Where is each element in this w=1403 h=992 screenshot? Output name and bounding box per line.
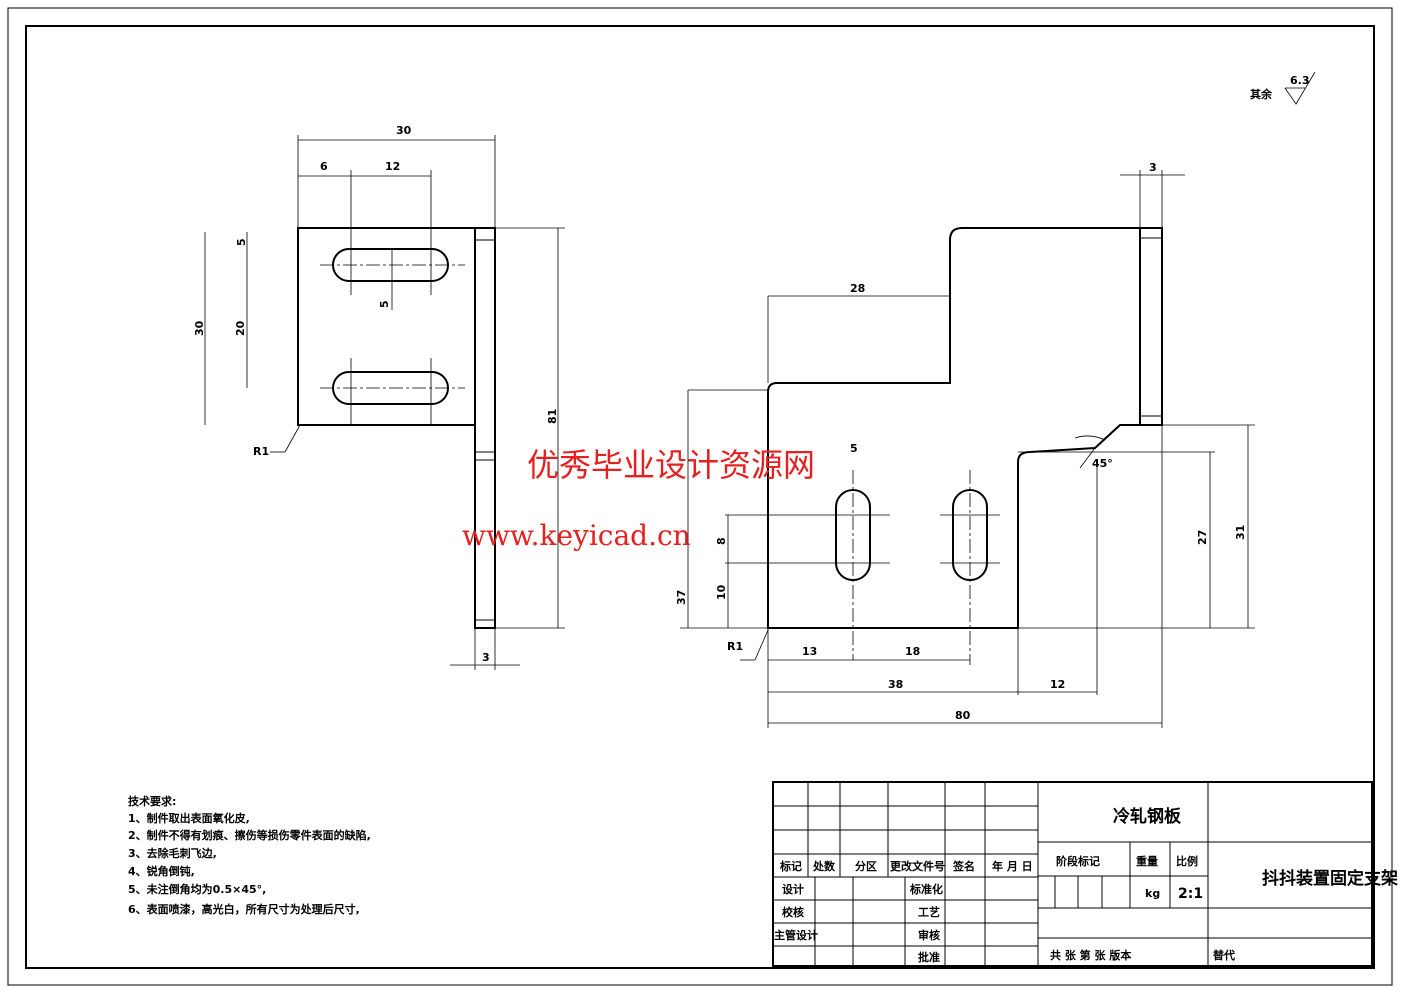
dim: 8 xyxy=(715,537,728,545)
dim: 28 xyxy=(850,282,865,295)
tech-item: 1、制件取出表面氧化皮, xyxy=(128,811,250,825)
roughness-value: 6.3 xyxy=(1290,74,1310,87)
stage-label: 阶段标记 xyxy=(1056,854,1100,868)
row-label: 校核 xyxy=(782,905,804,919)
tech-item: 2、制件不得有划痕、擦伤等损伤零件表面的缺陷, xyxy=(128,828,371,842)
radius-label: R1 xyxy=(727,640,743,653)
dim: 37 xyxy=(675,590,688,605)
header-cell: 更改文件号 xyxy=(890,859,945,873)
dim: 27 xyxy=(1196,530,1209,545)
weight-label: 重量 xyxy=(1136,854,1158,868)
dim: 5 xyxy=(850,442,858,455)
inner-frame xyxy=(25,25,1375,969)
dim: 3 xyxy=(1149,161,1157,174)
watermark-url: www.keyicad.cn xyxy=(462,519,691,552)
sheet-info: 共 张 第 张 版本 xyxy=(1050,948,1131,962)
scale-value: 2:1 xyxy=(1178,886,1203,902)
dim: 18 xyxy=(905,645,920,658)
weight-unit: kg xyxy=(1145,887,1160,900)
tech-item: 6、表面喷漆，高光白，所有尺寸为处理后尺寸, xyxy=(128,902,360,916)
dim: 10 xyxy=(715,584,728,600)
header-cell: 分区 xyxy=(855,859,877,873)
row-label: 标准化 xyxy=(909,882,943,896)
dim: 31 xyxy=(1234,525,1247,540)
dim: 6 xyxy=(320,160,328,173)
roughness-label: 其余 xyxy=(1250,87,1273,101)
dim: 45° xyxy=(1092,457,1113,470)
left-view: 30 6 12 5 5 30 20 81 3 R1 xyxy=(193,124,565,670)
row-label: 设计 xyxy=(782,882,804,896)
row-label: 工艺 xyxy=(918,905,940,919)
dim: 12 xyxy=(1050,678,1065,691)
tech-title: 技术要求: xyxy=(128,794,176,808)
row-label: 审核 xyxy=(918,928,940,942)
title-block: 标记 处数 分区 更改文件号 签名 年 月 日 设计 校核 主管设计 标准化 工… xyxy=(772,781,1398,967)
dim: 5 xyxy=(378,300,391,308)
tech-requirements: 技术要求: 1、制件取出表面氧化皮, 2、制件不得有划痕、擦伤等损伤零件表面的缺… xyxy=(128,794,371,916)
row-label: 批准 xyxy=(918,950,940,964)
row-label: 主管设计 xyxy=(774,928,818,942)
dim: 13 xyxy=(802,645,817,658)
dim: 3 xyxy=(482,651,490,664)
outer-border xyxy=(7,7,1393,986)
tech-item: 5、未注倒角均为0.5×45°, xyxy=(128,882,266,896)
dim: 5 xyxy=(235,238,248,246)
header-cell: 处数 xyxy=(812,859,836,873)
scale-label: 比例 xyxy=(1176,854,1198,868)
roughness-symbol: 其余 6.3 xyxy=(1250,71,1316,105)
replace-label: 替代 xyxy=(1213,948,1235,962)
dim: 80 xyxy=(955,709,971,722)
tech-item: 3、去除毛刺飞边, xyxy=(128,846,217,860)
part-name: 抖抖装置固定支架 xyxy=(1262,868,1398,889)
watermark-title: 优秀毕业设计资源网 xyxy=(527,446,815,484)
dim: 30 xyxy=(193,320,206,336)
header-cell: 签名 xyxy=(952,859,975,873)
header-cell: 标记 xyxy=(779,859,802,873)
dim: 81 xyxy=(546,409,559,424)
header-cell: 年 月 日 xyxy=(992,859,1033,873)
tech-item: 4、锐角倒钝, xyxy=(128,864,195,878)
right-view: 3 28 5 37 8 10 45° 27 31 13 18 38 12 80 … xyxy=(675,161,1255,728)
dim: 20 xyxy=(234,320,247,336)
material: 冷轧钢板 xyxy=(1113,806,1182,827)
dim: 38 xyxy=(888,678,903,691)
dim: 30 xyxy=(396,124,412,137)
radius-label: R1 xyxy=(253,445,269,458)
dim: 12 xyxy=(385,160,400,173)
